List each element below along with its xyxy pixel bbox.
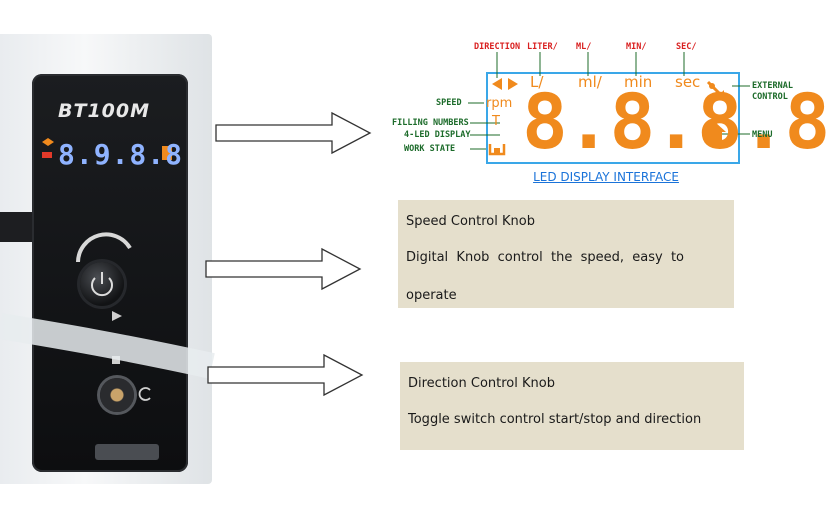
direction-box-title: Direction Control Knob <box>408 376 555 391</box>
label-filling-numbers: FILLING NUMBERS <box>392 118 469 128</box>
unit-ml: ml/ <box>578 73 602 91</box>
speed-info-box: Speed Control Knob Digital Knob control … <box>398 200 734 308</box>
device-bottom-label <box>95 444 159 460</box>
mini-left-arrow-icon <box>42 138 48 146</box>
lcd-display-frame <box>486 72 740 164</box>
unit-min: min <box>624 73 653 91</box>
mini-menu-icon <box>162 146 172 160</box>
tubing <box>0 313 215 379</box>
label-sec: SEC/ <box>676 42 697 52</box>
speed-box-line2: operate <box>406 288 457 303</box>
power-icon <box>91 272 113 297</box>
external-control-icon <box>706 80 724 98</box>
work-state-icon <box>488 144 506 156</box>
mini-red-indicator-icon <box>42 152 52 158</box>
label-liter: LITER/ <box>527 42 558 52</box>
arrow-to-speed-box <box>205 247 362 291</box>
label-work-state: WORK STATE <box>404 144 456 154</box>
label-control: CONTROL <box>752 92 788 102</box>
unit-l: L/ <box>530 73 544 91</box>
label-direction: DIRECTION <box>474 42 521 52</box>
direction-toggle-switch[interactable] <box>100 378 134 412</box>
direction-box-text: Toggle switch control start/stop and dir… <box>408 412 702 427</box>
four-led-digits: 8.8.8.8 <box>522 77 828 166</box>
direction-arrows-icon <box>492 78 518 90</box>
knob-arc-indicator <box>76 232 132 263</box>
speed-box-line1: Digital Knob control the speed, easy to <box>406 250 685 265</box>
menu-home-icon <box>704 122 726 142</box>
lcd-leader-lines <box>468 52 750 150</box>
unit-sec: sec <box>675 73 701 91</box>
label-4-led-display: 4-LED DISPLAY <box>404 130 471 140</box>
play-icon <box>112 311 122 321</box>
label-speed: SPEED <box>436 98 462 108</box>
label-menu: MENU <box>752 130 773 140</box>
speed-box-title: Speed Control Knob <box>406 214 535 229</box>
unit-rpm: rpm <box>486 96 513 111</box>
arrow-to-lcd <box>215 111 372 155</box>
lcd-caption: LED DISPLAY INTERFACE <box>533 170 679 184</box>
mini-right-arrow-icon <box>48 138 54 146</box>
label-external: EXTERNAL <box>752 81 793 91</box>
arrow-to-direction-box <box>207 353 364 397</box>
device-model-label: BT100M <box>58 100 151 122</box>
reverse-icon <box>138 387 151 401</box>
mini-digit-display: 8.9.8.8 <box>58 138 184 171</box>
label-min: MIN/ <box>626 42 647 52</box>
stop-icon <box>112 356 120 364</box>
direction-info-box: Direction Control Knob Toggle switch con… <box>400 362 744 450</box>
unit-t: T <box>492 114 500 129</box>
mini-lcd-icons <box>42 138 172 160</box>
label-ml: ML/ <box>576 42 592 52</box>
